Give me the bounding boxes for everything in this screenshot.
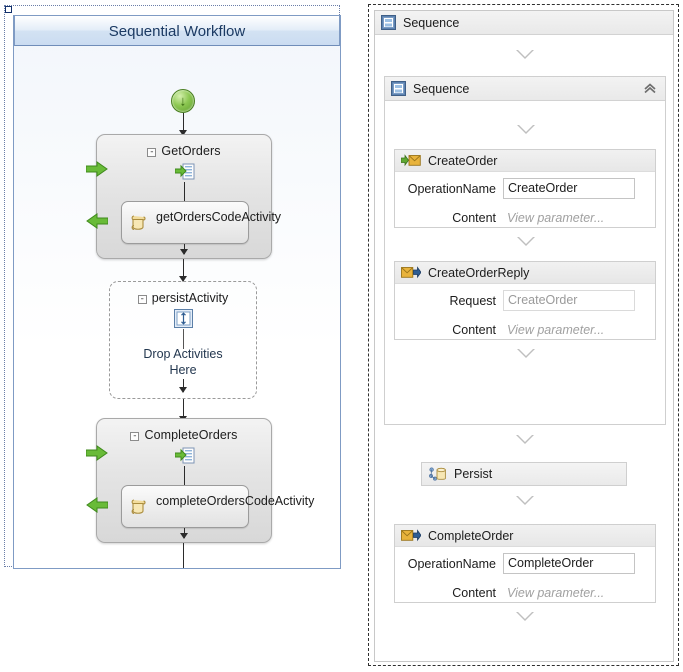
content-parameter-link[interactable]: View parameter... bbox=[507, 585, 605, 600]
field-row[interactable]: Request CreateOrder bbox=[395, 288, 655, 313]
connector-line bbox=[184, 466, 185, 486]
start-node-icon[interactable]: ↓ bbox=[171, 89, 195, 113]
connector-line bbox=[183, 259, 184, 281]
connector-line bbox=[183, 379, 184, 392]
activity-persist-activity[interactable]: -persistActivity Drop Activities Here bbox=[109, 281, 257, 399]
activity-label: completeOrdersCodeActivity bbox=[156, 494, 315, 508]
legacy-workflow-surface[interactable]: Sequential Workflow ↓ -GetOrders bbox=[13, 15, 341, 569]
field-row[interactable]: Content View parameter... bbox=[395, 317, 655, 342]
connector-line bbox=[183, 543, 184, 568]
drop-target-triangle[interactable] bbox=[516, 50, 534, 59]
drop-target-triangle[interactable] bbox=[516, 612, 534, 621]
drop-target-triangle[interactable] bbox=[517, 125, 535, 134]
activity-label: persistActivity bbox=[151, 291, 229, 305]
receive-out-arrow-icon bbox=[86, 497, 108, 513]
activity-create-order[interactable]: CreateOrder OperationName CreateOrder Co… bbox=[394, 149, 656, 228]
send-message-icon bbox=[401, 529, 421, 542]
field-label: OperationName bbox=[407, 181, 496, 196]
start-arrow-glyph: ↓ bbox=[179, 92, 187, 109]
connector-line bbox=[183, 399, 184, 421]
receive-activity-icon bbox=[175, 163, 195, 181]
connector-arrowhead bbox=[179, 130, 187, 136]
activity-get-orders[interactable]: -GetOrders bbox=[86, 134, 282, 259]
activity-header: -CompleteOrders bbox=[97, 419, 271, 442]
activity-label: CreateOrderReply bbox=[428, 265, 530, 280]
activity-header: -persistActivity bbox=[110, 282, 256, 305]
drop-target-triangle[interactable] bbox=[517, 349, 535, 358]
sequence-icon bbox=[391, 81, 406, 96]
content-parameter-link[interactable]: View parameter... bbox=[507, 322, 605, 337]
code-activity-icon bbox=[130, 214, 148, 232]
connector-arrowhead bbox=[180, 533, 188, 539]
activity-label: GetOrders bbox=[161, 144, 221, 158]
activity-label: getOrdersCodeActivity bbox=[156, 210, 282, 224]
code-activity-icon bbox=[130, 498, 148, 516]
drop-target-triangle[interactable] bbox=[517, 237, 535, 246]
selection-handle[interactable] bbox=[5, 6, 12, 13]
connector-line bbox=[183, 329, 184, 349]
expander-toggle[interactable]: - bbox=[147, 148, 157, 157]
activity-complete-order[interactable]: CompleteOrder OperationName CompleteOrde… bbox=[394, 524, 656, 603]
field-label: Content bbox=[452, 585, 496, 600]
sequence-root[interactable]: Sequence bbox=[374, 10, 674, 662]
sequence-inner[interactable]: Sequence bbox=[384, 76, 666, 425]
activity-create-order-reply[interactable]: CreateOrderReply Request CreateOrder Con… bbox=[394, 261, 656, 340]
activity-complete-orders-code[interactable]: completeOrdersCodeActivity bbox=[121, 485, 315, 528]
receive-out-arrow-icon bbox=[86, 213, 108, 229]
activity-header: CompleteOrder bbox=[395, 525, 655, 547]
drop-target-triangle[interactable] bbox=[516, 496, 534, 505]
activity-persist[interactable]: Persist bbox=[421, 462, 627, 486]
expander-toggle[interactable]: - bbox=[137, 295, 147, 304]
receive-in-arrow-icon bbox=[86, 161, 108, 177]
drop-hint-line-2: Here bbox=[169, 363, 197, 377]
sequence-icon bbox=[381, 15, 396, 30]
field-row[interactable]: Content View parameter... bbox=[395, 580, 655, 605]
legacy-canvas[interactable]: ↓ -GetOrders bbox=[14, 46, 340, 568]
drop-target-triangle[interactable] bbox=[516, 435, 534, 444]
operation-name-input[interactable]: CompleteOrder bbox=[503, 553, 635, 574]
sequence-inner-header[interactable]: Sequence bbox=[385, 77, 665, 101]
sequence-root-header[interactable]: Sequence bbox=[375, 11, 673, 35]
drop-activities-hint: Drop Activities Here bbox=[110, 346, 256, 378]
field-label: Content bbox=[452, 210, 496, 225]
field-row[interactable]: OperationName CompleteOrder bbox=[395, 551, 655, 576]
receive-message-icon bbox=[401, 154, 421, 167]
connector-line bbox=[183, 113, 184, 135]
activity-complete-orders[interactable]: -CompleteOrders bbox=[86, 418, 315, 543]
activity-header: CreateOrderReply bbox=[395, 262, 655, 284]
field-label: OperationName bbox=[407, 556, 496, 571]
activity-header: CreateOrder bbox=[395, 150, 655, 172]
legacy-workflow-panel[interactable]: Sequential Workflow ↓ -GetOrders bbox=[4, 5, 341, 569]
field-label: Content bbox=[452, 322, 496, 337]
request-input[interactable]: CreateOrder bbox=[503, 290, 635, 311]
sequence-inner-label: Sequence bbox=[413, 81, 470, 96]
activity-label: CompleteOrders bbox=[144, 428, 238, 442]
activity-label: CreateOrder bbox=[428, 153, 498, 168]
activity-get-orders-code[interactable]: getOrdersCodeActivity bbox=[121, 201, 282, 244]
send-reply-message-icon bbox=[401, 266, 421, 279]
connector-line bbox=[184, 182, 185, 202]
receive-activity-icon bbox=[175, 447, 195, 465]
wf4-workflow-panel[interactable]: Sequence bbox=[368, 4, 679, 666]
field-label: Request bbox=[449, 293, 496, 308]
field-row[interactable]: Content View parameter... bbox=[395, 205, 655, 230]
connector-arrowhead bbox=[179, 276, 187, 282]
expander-toggle[interactable]: - bbox=[130, 432, 140, 441]
activity-label: CompleteOrder bbox=[428, 528, 514, 543]
activity-header: -GetOrders bbox=[97, 135, 271, 158]
field-row[interactable]: OperationName CreateOrder bbox=[395, 176, 655, 201]
drop-hint-line-1: Drop Activities bbox=[143, 347, 223, 361]
operation-name-input[interactable]: CreateOrder bbox=[503, 178, 635, 199]
persist-icon bbox=[429, 466, 446, 482]
receive-in-arrow-icon bbox=[86, 445, 108, 461]
persist-activity-icon bbox=[174, 309, 193, 328]
content-parameter-link[interactable]: View parameter... bbox=[507, 210, 605, 225]
connector-arrowhead bbox=[180, 249, 188, 255]
connector-arrowhead bbox=[179, 387, 187, 393]
chevron-up-icon[interactable] bbox=[642, 81, 658, 97]
workflow-title: Sequential Workflow bbox=[14, 15, 340, 46]
activity-label: Persist bbox=[454, 467, 493, 481]
sequence-root-label: Sequence bbox=[403, 15, 460, 30]
sequence-root-body[interactable]: Sequence bbox=[375, 35, 673, 661]
